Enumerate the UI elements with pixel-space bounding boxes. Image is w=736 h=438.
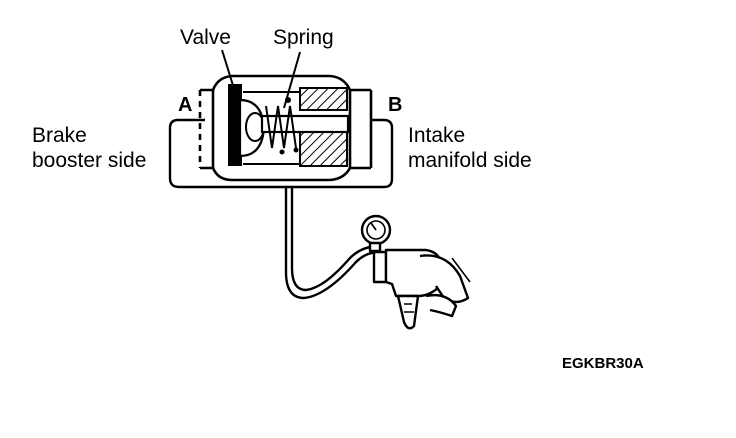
port-b-label: B xyxy=(388,94,403,116)
vacuum-tube xyxy=(284,185,382,300)
vacuum-pump xyxy=(360,214,471,330)
valve-label: Valve xyxy=(180,26,231,49)
hose-loop xyxy=(168,118,394,189)
valve-internals xyxy=(228,84,350,167)
leader-lines xyxy=(221,49,301,109)
brake-booster-side-label-line2: booster side xyxy=(32,149,147,172)
spring-label: Spring xyxy=(273,26,334,49)
brake-booster-side-label-line1: Brake xyxy=(32,124,87,147)
intake-manifold-side-label-line2: manifold side xyxy=(408,149,532,172)
intake-manifold-side-label-line1: Intake xyxy=(408,124,466,147)
figure-code-label: EGKBR30A xyxy=(562,355,644,372)
port-a-label: A xyxy=(178,94,193,116)
valve-body xyxy=(198,74,373,182)
